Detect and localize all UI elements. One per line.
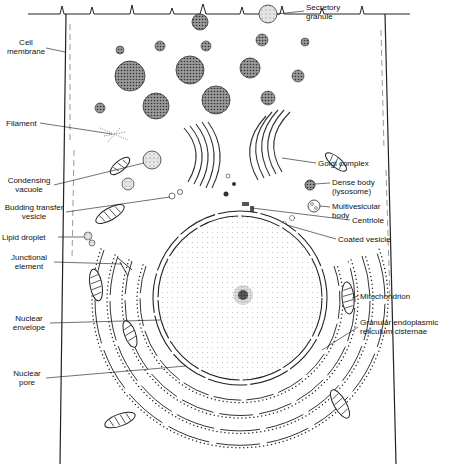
mitochondrion-outline <box>108 154 133 177</box>
mitochondrion-outline <box>93 201 127 227</box>
secretory-granule <box>201 41 211 51</box>
leader-line <box>322 327 358 350</box>
leader-line <box>50 320 160 323</box>
dense-body <box>305 180 315 190</box>
secretory-granule <box>143 93 169 119</box>
condensing-vacuole <box>122 178 134 190</box>
lipid-droplet <box>84 232 92 240</box>
mitochondrion-outline <box>120 319 140 349</box>
coated-vesicle <box>290 216 295 221</box>
mitochondrion <box>327 387 353 421</box>
condensing-vacuole <box>143 151 161 169</box>
nuclear-envelope <box>153 211 327 385</box>
internal-vesicle <box>315 207 318 210</box>
internal-vesicle <box>311 203 314 206</box>
golgi-cisterna <box>250 110 290 180</box>
golgi-cisterna <box>184 122 220 188</box>
centriole <box>242 202 249 206</box>
transfer-vesicle <box>226 174 230 178</box>
transfer-vesicle <box>178 190 183 195</box>
cristae <box>123 325 137 342</box>
cristae <box>99 205 121 224</box>
part-label: Nuclear envelope <box>6 314 52 332</box>
part-label: Condensing vacuole <box>2 176 56 194</box>
mitochondrion <box>87 268 104 302</box>
secretory-granule <box>116 46 124 54</box>
part-label: Budding transfer vesicle <box>2 203 66 221</box>
leader-line <box>282 158 316 163</box>
part-label: Secretory granule <box>306 3 356 21</box>
part-label: Filament <box>6 119 46 128</box>
part-label: Golgi complex <box>318 159 384 168</box>
part-label: Junctional element <box>2 253 56 271</box>
leader-line <box>40 123 112 134</box>
secretory-granule <box>256 34 268 46</box>
leader-line <box>277 11 304 14</box>
mitochondrion <box>108 154 133 177</box>
secretory-granule <box>240 58 260 78</box>
leader-line <box>66 197 170 212</box>
secretory-granule <box>259 5 277 23</box>
mitochondrion-outline <box>103 409 137 431</box>
mitochondrion-outline <box>341 282 356 315</box>
leader-line <box>58 237 84 238</box>
leader-line <box>54 262 122 264</box>
secretory-granule <box>176 56 204 84</box>
leader-lines <box>40 11 358 378</box>
secretory-granule <box>115 61 145 91</box>
secretory-granule <box>155 41 165 51</box>
part-label: Mitochondrion <box>360 292 430 301</box>
secretory-granule <box>261 91 275 105</box>
leader-line <box>320 206 330 207</box>
part-label: Lipid droplet <box>2 233 60 242</box>
lipid-droplet <box>89 240 95 246</box>
cristae <box>113 158 128 172</box>
transfer-vesicle <box>232 182 236 186</box>
nuclear-envelope <box>158 216 322 380</box>
part-label: Coated vesicle <box>338 235 408 244</box>
transfer-vesicle <box>224 192 229 197</box>
leader-line <box>46 366 186 378</box>
microvilli <box>28 4 410 14</box>
cristae <box>109 412 131 428</box>
leader-line <box>352 296 358 298</box>
secretory-granule <box>192 14 208 30</box>
part-label: Granular endoplasmic reticulum cisternae <box>360 318 444 336</box>
cell-membrane <box>60 14 66 464</box>
nucleolus-halo <box>233 285 253 305</box>
leader-line <box>315 183 330 184</box>
leader-line <box>287 225 336 239</box>
mitochondrion <box>103 409 137 431</box>
mitochondrion-outline <box>327 387 353 421</box>
part-label: Nuclear pore <box>6 369 48 387</box>
mitochondrion <box>341 282 356 315</box>
secretory-granule <box>292 70 304 82</box>
part-label: Centriole <box>352 216 402 225</box>
filament-bundle <box>100 128 128 142</box>
multivesicular-body <box>308 200 320 212</box>
mitochondrion <box>93 201 127 227</box>
transfer-vesicle <box>169 193 175 199</box>
secretory-granule <box>95 103 105 113</box>
part-label: Cell membrane <box>4 38 48 56</box>
leader-line <box>54 163 144 185</box>
cristae <box>331 393 350 415</box>
mitochondrion <box>120 319 140 349</box>
part-label: Dense body (lysosome) <box>332 178 388 196</box>
mitochondrion-outline <box>87 268 104 302</box>
secretory-granule <box>301 38 309 46</box>
leader-line <box>46 48 65 52</box>
cristae <box>89 274 102 295</box>
secretory-granule <box>202 86 230 114</box>
